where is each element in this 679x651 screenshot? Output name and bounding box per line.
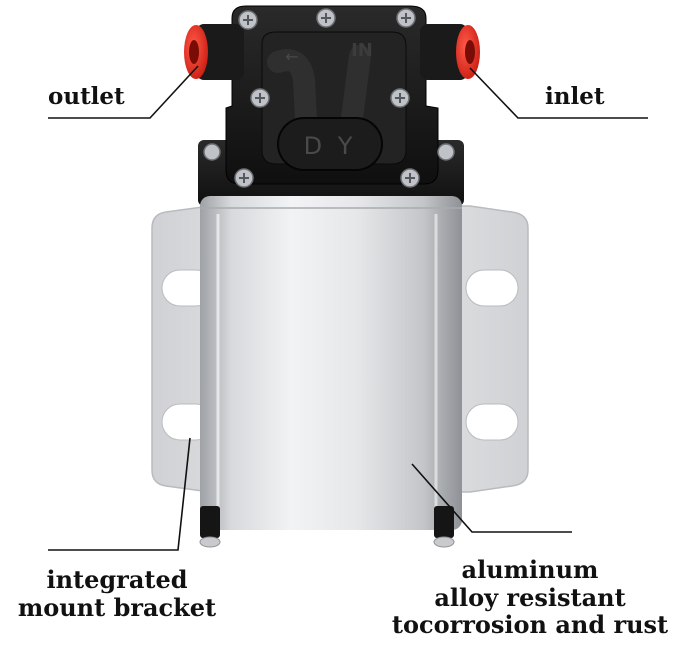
leader-bracket [48,437,191,551]
outlet-port [196,24,244,80]
bottom-screw-left [199,536,221,548]
aluminum-alloy-label-line3: tocorrosion and rust [391,610,669,640]
screw-low-right [437,143,455,161]
logo-text: D Y [304,132,357,160]
outlet-label: outlet [48,83,125,110]
bracket-slot-top-right [465,269,519,307]
aluminum-alloy-label-line1: aluminum [461,555,599,584]
foot-right [434,506,454,538]
aluminum-alloy-label-line2: alloy resistant [434,582,626,612]
inlet-label: inlet [545,83,605,110]
inlet-elbow [341,45,371,129]
inlet-port [420,24,468,80]
aluminum-alloy-label: aluminum alloy resistant tocorrosion and… [380,556,679,639]
leader-inlet [469,67,648,119]
leader-alloy [411,463,572,533]
mount-bracket-label: integrated mount bracket [12,566,222,621]
screw-low-left [203,143,221,161]
leader-lines [48,65,648,551]
mount-bracket-label-line1: integrated [46,565,188,594]
foot-left [200,506,220,538]
outlet-elbow [267,49,317,131]
bottom-screw-right [433,536,455,548]
logo-plate [277,117,383,171]
arrow-left-icon: ← [285,47,298,66]
bracket-slot-bottom-right [465,403,519,441]
mount-bracket-label-line2: mount bracket [17,592,217,622]
motor-body [200,196,462,530]
in-mark: IN [351,40,373,61]
leader-outlet [48,65,199,119]
